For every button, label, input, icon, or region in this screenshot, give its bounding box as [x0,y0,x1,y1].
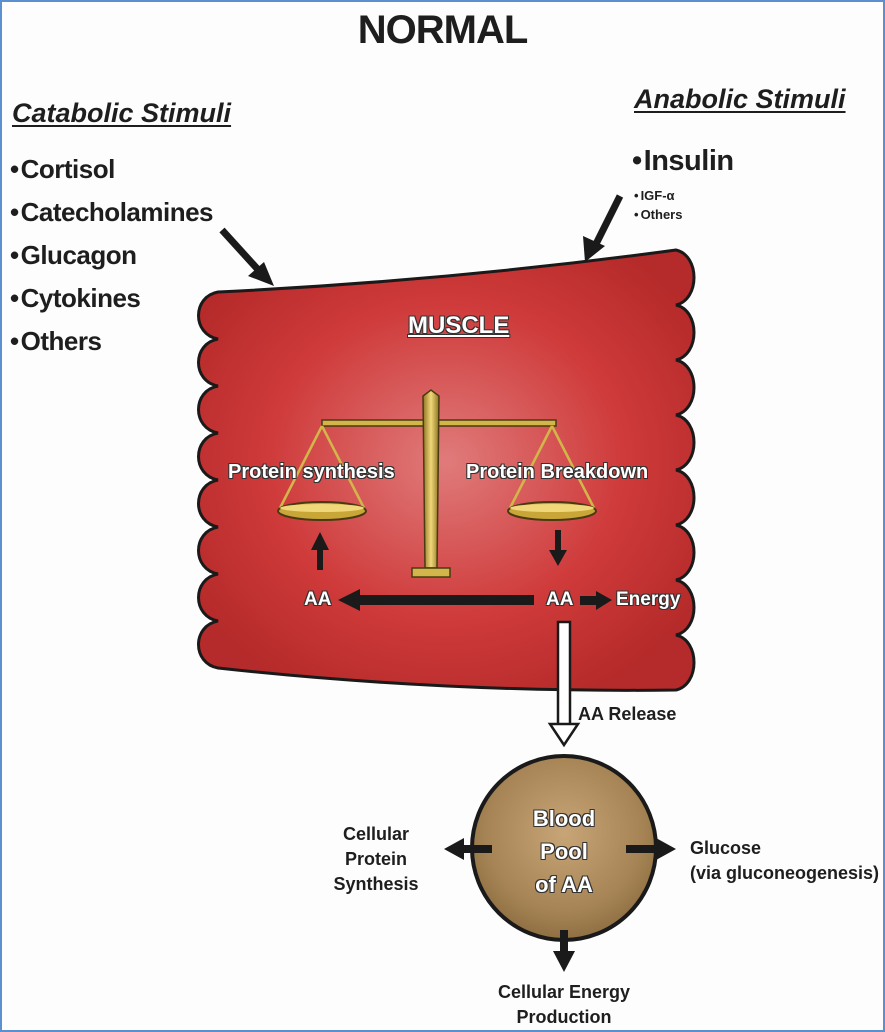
energy-label: Energy [616,589,680,611]
anabolic-item-insulin: Insulin [632,140,734,183]
catabolic-item-cytokines: Cytokines [10,277,213,320]
blood-pool-line-3: of AA [504,868,624,901]
catabolic-arrow [222,230,274,286]
blood-pool-line-1: Blood [504,802,624,835]
catabolic-item-glucagon: Glucagon [10,234,213,277]
aa-release-label: AA Release [578,704,676,725]
cep-line-2: Production [474,1005,654,1030]
cps-line-3: Synthesis [316,872,436,897]
cellular-energy-production-label: Cellular Energy Production [474,980,654,1030]
catabolic-item-catecholamines: Catecholamines [10,191,213,234]
aa-right-label: AA [546,589,573,611]
cps-line-1: Cellular [316,822,436,847]
glucose-line-2: (via gluconeogenesis) [690,861,879,886]
blood-pool-label: Blood Pool of AA [504,802,624,901]
protein-breakdown-label: Protein Breakdown [466,461,648,484]
protein-synthesis-label: Protein synthesis [228,461,395,484]
anabolic-sub-list: IGF-α Others [634,186,682,224]
catabolic-item-others: Others [10,320,213,363]
glucose-label: Glucose (via gluconeogenesis) [690,836,879,886]
glucose-line-1: Glucose [690,836,879,861]
anabolic-heading: Anabolic Stimuli [634,84,846,115]
cps-line-2: Protein [316,847,436,872]
muscle-label: MUSCLE [408,312,509,340]
cellular-protein-synthesis-label: Cellular Protein Synthesis [316,822,436,897]
catabolic-list: Cortisol Catecholamines Glucagon Cytokin… [10,148,213,363]
diagram-title: NORMAL [0,8,885,53]
blood-pool-line-2: Pool [504,835,624,868]
anabolic-item-others: Others [634,205,682,224]
cep-line-1: Cellular Energy [474,980,654,1005]
balance-base [412,568,450,577]
balance-post [423,390,439,568]
anabolic-arrow [583,196,620,262]
aa-left-label: AA [304,589,331,611]
catabolic-item-cortisol: Cortisol [10,148,213,191]
catabolic-heading: Catabolic Stimuli [12,98,231,129]
anabolic-item-igf: IGF-α [634,186,682,205]
